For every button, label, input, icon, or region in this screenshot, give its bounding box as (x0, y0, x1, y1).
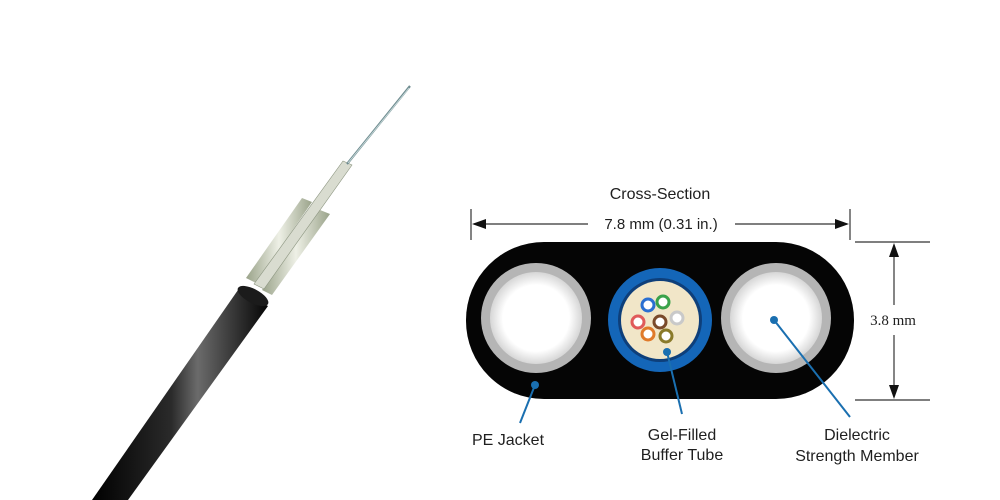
cable-jacket (92, 290, 268, 500)
strength-rod-right (262, 210, 330, 295)
fiber-6 (658, 328, 674, 344)
fiber-7 (630, 314, 646, 330)
strength-member-callout: Dielectric Strength Member (770, 316, 919, 465)
fiber-2 (655, 294, 671, 310)
buffer-tube-label-line2: Buffer Tube (641, 447, 724, 464)
height-dimension-label: 3.8 mm (870, 313, 916, 329)
pe-jacket-callout: PE Jacket (472, 381, 545, 449)
buffer-tube-callout: Gel-Filled Buffer Tube (641, 348, 724, 464)
width-dimension-label: 7.8 mm (0.31 in.) (604, 216, 717, 233)
pe-jacket-label: PE Jacket (472, 432, 545, 449)
fiber-highlight (347, 87, 410, 164)
buffer-tube (608, 268, 712, 372)
fiber-1 (640, 297, 656, 313)
buffer-tube-label-line1: Gel-Filled (648, 427, 716, 444)
fiber-3 (652, 314, 668, 330)
fiber-4 (640, 326, 656, 342)
cable-photo (92, 85, 411, 500)
strength-member-left (481, 263, 591, 373)
jacket-end (237, 285, 269, 307)
cross-section-title: Cross-Section (610, 186, 710, 203)
optical-fibers (630, 294, 685, 344)
height-dimension: 3.8 mm (855, 241, 930, 401)
buffer-tube-exposed (253, 160, 353, 290)
width-dimension: 7.8 mm (0.31 in.) (470, 209, 851, 240)
strength-member-label-line1: Dielectric (824, 427, 890, 444)
cross-section-diagram: Cross-Section 7.8 mm (0.31 in.) 3.8 mm (466, 186, 930, 465)
strength-member-label-line2: Strength Member (795, 448, 919, 465)
strength-rod-left (246, 198, 312, 283)
fiber-5 (669, 310, 685, 326)
